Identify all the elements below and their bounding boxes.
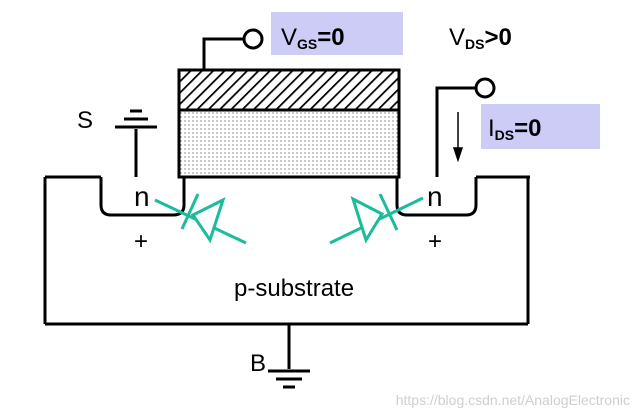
bulk-label: B (250, 350, 266, 377)
vgs-label-box (271, 12, 403, 55)
drain-current-arrow (452, 112, 464, 163)
watermark-text: https://blog.csdn.net/AnalogElectronic (396, 392, 630, 408)
source-plus-label: + (134, 228, 148, 255)
drain-n-label: n (427, 181, 443, 212)
gate-terminal (202, 28, 264, 70)
source-n-label: n (134, 181, 150, 212)
drain-body-diode (329, 193, 424, 245)
source-ground-symbol (115, 109, 157, 177)
bulk-ground-symbol (268, 324, 310, 389)
gate-electrode (177, 68, 401, 112)
vds-subscript: DS (465, 36, 484, 52)
source-body-diode (154, 193, 247, 245)
ids-label: IDS=0 (488, 115, 542, 143)
ids-main: I (488, 115, 495, 142)
drain-terminal (435, 77, 496, 177)
vgs-subscript: GS (297, 36, 317, 52)
vgs-main: V (281, 24, 297, 51)
ids-label-box (481, 104, 600, 149)
vgs-value: =0 (317, 24, 344, 51)
vds-value: >0 (484, 24, 511, 51)
vgs-label: VGS=0 (281, 24, 345, 52)
gate-oxide (177, 108, 401, 179)
vds-label: VDS>0 (449, 24, 512, 52)
substrate-label: p-substrate (234, 275, 354, 302)
source-label: S (77, 107, 93, 134)
ids-subscript: DS (495, 127, 514, 143)
vds-main: V (449, 24, 465, 51)
ids-value: =0 (514, 115, 541, 142)
drain-plus-label: + (428, 228, 442, 255)
